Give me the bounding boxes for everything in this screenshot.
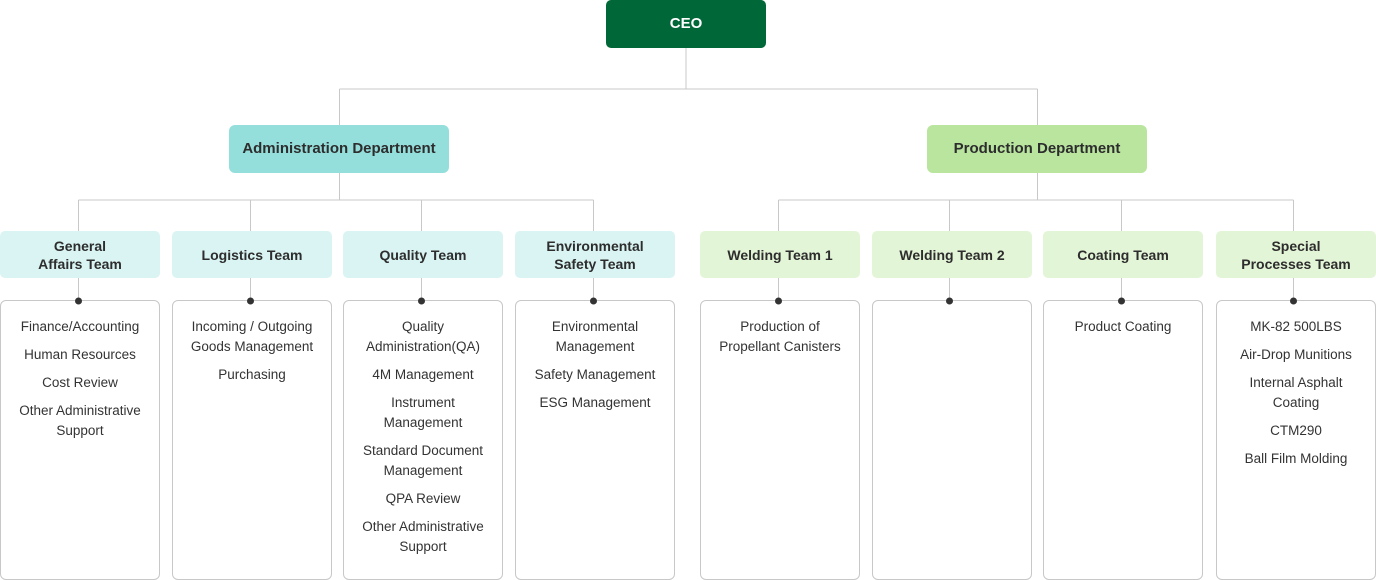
prod-dept-connector — [778, 173, 1294, 231]
team-duties-box: Product Coating — [1043, 300, 1203, 580]
admin-dept-connector — [78, 173, 594, 231]
list-item: ESG Management — [539, 395, 651, 410]
list-item: Other Administrative Support — [362, 519, 484, 554]
team-node-quality-team: Quality Team — [343, 231, 503, 278]
team-duties-box — [872, 300, 1032, 580]
team-node-logistics-team: Logistics Team — [172, 231, 332, 278]
list-item: Air-Drop Munitions — [1240, 347, 1352, 362]
list-item: Safety Management — [534, 367, 656, 382]
team-label: Logistics Team — [201, 246, 303, 263]
list-item: 4M Management — [372, 367, 474, 382]
ceo-label: CEO — [669, 15, 703, 32]
list-item: Production of Propellant Canisters — [719, 319, 841, 354]
team-node-special-processes-team: Special Processes Team — [1216, 231, 1376, 278]
team-node-environmental-safety-team: Environmental Safety Team — [515, 231, 675, 278]
list-item: Environmental Management — [551, 319, 639, 354]
list-item: Other Administrative Support — [19, 403, 141, 438]
list-item: Human Resources — [24, 347, 136, 362]
team-label: General Affairs Team — [38, 237, 122, 272]
team-node-general-affairs-team: General Affairs Team — [0, 231, 160, 278]
ceo-node: CEO — [606, 0, 766, 48]
department-label: Administration Department — [242, 140, 436, 157]
list-item: Product Coating — [1074, 319, 1172, 334]
list-item: Purchasing — [218, 367, 286, 382]
list-item: Standard Document Management — [362, 443, 484, 478]
list-item: Quality Administration(QA) — [365, 319, 481, 354]
duties-list: Product Coating — [1052, 317, 1194, 337]
list-item: QPA Review — [385, 491, 461, 506]
administration-department-node: Administration Department — [229, 125, 449, 173]
team-node-welding-team-2: Welding Team 2 — [872, 231, 1032, 278]
production-department-node: Production Department — [927, 125, 1147, 173]
list-item: Cost Review — [42, 375, 118, 390]
department-label: Production Department — [953, 140, 1121, 157]
list-item: MK-82 500LBS — [1250, 319, 1342, 334]
team-duties-box: Production of Propellant Canisters — [700, 300, 860, 580]
team-label: Special Processes Team — [1241, 237, 1351, 272]
team-label: Welding Team 1 — [727, 246, 833, 263]
list-item: Finance/Accounting — [20, 319, 140, 334]
team-node-welding-team-1: Welding Team 1 — [700, 231, 860, 278]
team-node-coating-team: Coating Team — [1043, 231, 1203, 278]
list-item: CTM290 — [1270, 423, 1322, 438]
team-label: Coating Team — [1077, 246, 1169, 263]
team-label: Welding Team 2 — [899, 246, 1005, 263]
list-item: Instrument Management — [383, 395, 463, 430]
duties-list: Production of Propellant Canisters — [709, 317, 851, 357]
team-label: Environmental Safety Team — [546, 237, 644, 272]
list-item: Ball Film Molding — [1244, 451, 1348, 466]
ceo-connector — [339, 48, 1038, 125]
team-label: Quality Team — [379, 246, 467, 263]
team-box-connectors — [78, 278, 1294, 300]
list-item: Incoming / Outgoing Goods Management — [190, 319, 314, 354]
list-item: Internal Asphalt Coating — [1249, 375, 1343, 410]
